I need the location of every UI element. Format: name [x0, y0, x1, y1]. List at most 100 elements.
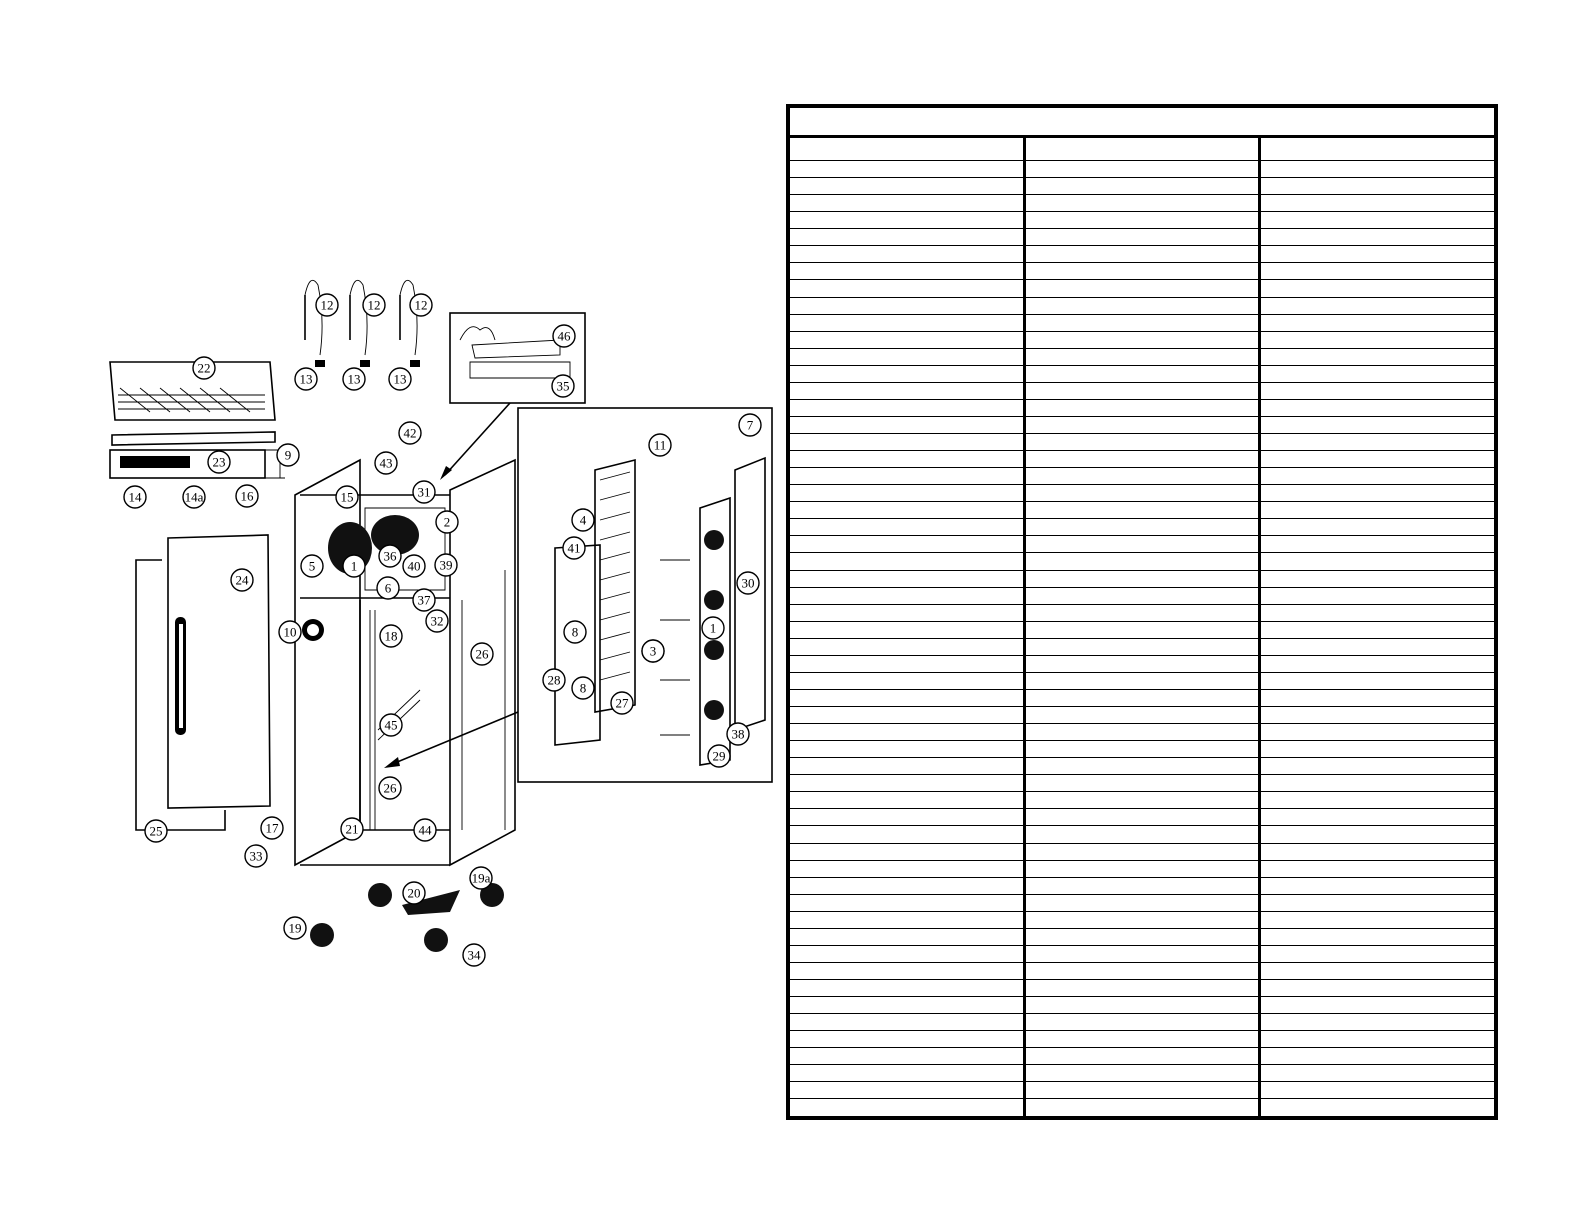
exploded-parts-diagram: 11233456788910111212121313131414a1516171…: [0, 0, 780, 1225]
table-cell: [1259, 620, 1495, 639]
table-row: [789, 637, 1495, 656]
callout-circle: [409, 293, 433, 317]
table-cell: [1024, 944, 1261, 963]
table-row: [789, 688, 1495, 708]
table-cell: [1259, 893, 1495, 912]
callout-circle: [726, 722, 750, 746]
callout-circle: [335, 485, 359, 509]
table-cell: [1024, 996, 1261, 1015]
table-cell: [1024, 484, 1261, 503]
table-cell: [789, 364, 1026, 383]
table-cell: [1024, 825, 1261, 844]
callout-circle: [235, 484, 259, 508]
callout-circle: [552, 324, 576, 348]
callout-circle: [300, 554, 324, 578]
table-row: [789, 432, 1495, 452]
table-cell: [789, 791, 1026, 810]
callout-label: 13: [300, 372, 313, 387]
table-cell: [789, 961, 1026, 981]
table-cell: [1259, 262, 1495, 281]
table-cell: [1024, 364, 1261, 383]
table-cell: [1024, 757, 1261, 776]
table-row: [789, 876, 1495, 895]
table-row: [789, 1030, 1495, 1049]
callout-circle: [413, 818, 437, 842]
table-cell: [1259, 228, 1495, 247]
table-cell: [1024, 808, 1261, 827]
table-cell: [1259, 876, 1495, 895]
table-cell: [1024, 569, 1261, 588]
callout-label: 40: [408, 559, 421, 574]
table-cell: [1259, 159, 1495, 179]
table-cell: [1259, 398, 1495, 417]
callout-label: 12: [415, 298, 428, 313]
table-cell: [1259, 944, 1495, 963]
table-cell: [1024, 313, 1261, 332]
table-cell: [789, 740, 1026, 759]
table-cell: [789, 347, 1026, 366]
table-cell: [789, 194, 1026, 213]
temperature-probes: [304, 279, 420, 367]
table-cell: [789, 774, 1026, 793]
table-cell: [1024, 177, 1261, 196]
callout-label: 1: [710, 621, 717, 636]
table-cell: [1259, 671, 1495, 690]
callout-label: 35: [557, 379, 570, 394]
table-row: [789, 1098, 1495, 1117]
callout-circle: [378, 544, 402, 568]
callout-circle: [207, 450, 231, 474]
table-cell: [789, 211, 1026, 230]
table-row: [789, 842, 1495, 861]
table-cell: [1259, 1013, 1495, 1032]
table-cell: [1024, 262, 1261, 281]
table-cell: [789, 927, 1026, 946]
table-cell: [789, 910, 1026, 929]
table-row: [789, 262, 1495, 281]
callout-label: 11: [654, 438, 667, 453]
table-cell: [1024, 518, 1261, 537]
table-row: [789, 330, 1495, 349]
callout-circle: [342, 367, 366, 391]
table-cell: [1024, 603, 1261, 622]
table-cell: [789, 1013, 1026, 1032]
table-cell: [1259, 740, 1495, 759]
table-cell: [1024, 159, 1261, 179]
table-cell: [789, 757, 1026, 776]
table-cell: [1259, 552, 1495, 571]
table-row: [789, 535, 1495, 554]
table-cell: [1024, 398, 1261, 417]
table-row: [789, 757, 1495, 776]
table-cell: [789, 978, 1026, 998]
callout-circle: [469, 866, 493, 890]
table-cell: [789, 620, 1026, 639]
table-row: [789, 654, 1495, 673]
table-cell: [1259, 637, 1495, 656]
table-cell: [1259, 364, 1495, 383]
callout-circle: [610, 691, 634, 715]
inset-arrow-top: [444, 402, 511, 476]
table-cell: [1259, 996, 1495, 1015]
table-row: [789, 1081, 1495, 1100]
callout-circle: [738, 413, 762, 437]
table-cell: [789, 432, 1026, 452]
table-cell: [1024, 961, 1261, 981]
parts-list-table: [786, 104, 1498, 1120]
table-caption: [789, 107, 1495, 138]
table-row: [789, 177, 1495, 196]
table-row: [789, 296, 1495, 315]
table-row: [789, 159, 1495, 179]
callout-circle: [648, 433, 672, 457]
callout-label: 19: [289, 921, 302, 936]
table-cell: [789, 808, 1026, 827]
table-cell: [789, 859, 1026, 878]
table-cell: [789, 723, 1026, 742]
table-cell: [1259, 194, 1495, 213]
callout-circle: [470, 642, 494, 666]
callout-circle: [462, 943, 486, 967]
callout-label: 29: [713, 749, 726, 764]
callout-label: 45: [385, 718, 398, 733]
table-cell: [1024, 432, 1261, 452]
table-cell: [1259, 1064, 1495, 1083]
callout-circle: [278, 620, 302, 644]
callout-circle: [562, 536, 586, 560]
